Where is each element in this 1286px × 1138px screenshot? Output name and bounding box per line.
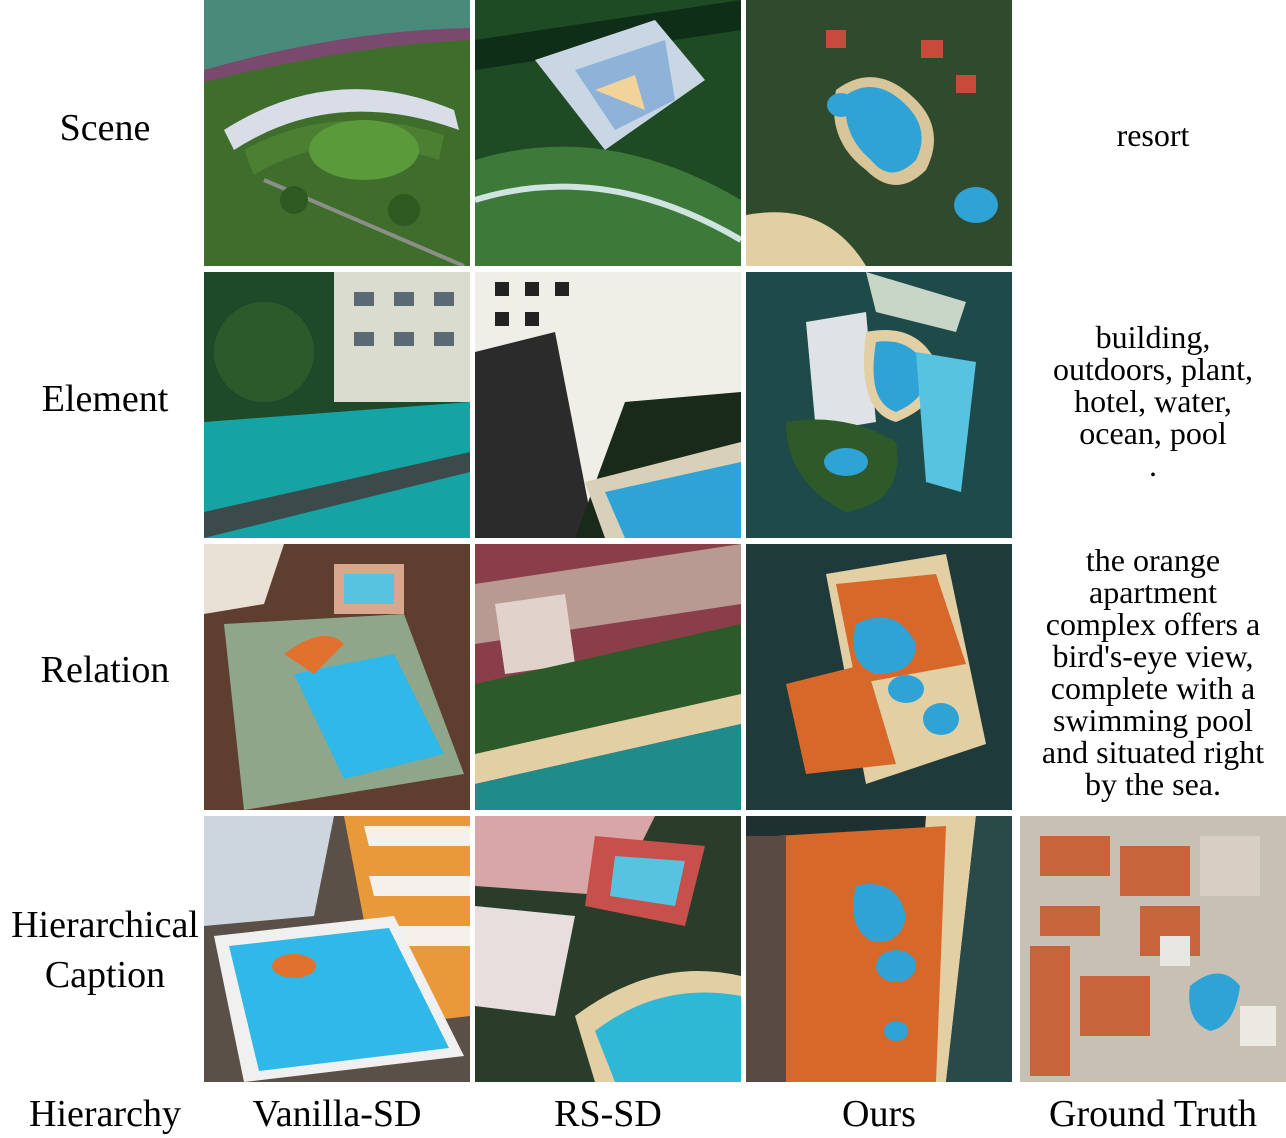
image-hierarchical-ours <box>746 816 1012 1082</box>
column-label-rs-sd: RS-SD <box>554 1093 662 1135</box>
image-element-ours <box>746 272 1012 538</box>
image-hierarchical-vanilla-sd <box>204 816 470 1082</box>
prompt-scene: resort <box>1116 117 1190 153</box>
prompt-element: building, outdoors, plant, hotel, water,… <box>1053 318 1253 483</box>
column-label-vanilla-sd: Vanilla-SD <box>252 1093 422 1135</box>
column-label-hierarchy: Hierarchy <box>29 1093 181 1135</box>
prompt-relation: the orange apartment complex offers a bi… <box>1041 542 1265 802</box>
column-label-ground-truth: Ground Truth <box>1049 1093 1257 1135</box>
image-relation-ours <box>746 544 1012 810</box>
image-relation-rs-sd <box>475 544 741 810</box>
image-hierarchical-rs-sd <box>475 816 741 1082</box>
column-label-ours: Ours <box>842 1093 916 1135</box>
image-hierarchical-ground-truth <box>1020 816 1286 1082</box>
row-label-scene: Scene <box>59 107 151 149</box>
row-label-hierarchical-caption: Hierarchical Caption <box>11 904 199 996</box>
image-relation-vanilla-sd <box>204 544 470 810</box>
row-label-relation: Relation <box>40 649 170 691</box>
image-element-rs-sd <box>475 272 741 538</box>
image-element-vanilla-sd <box>204 272 470 538</box>
row-label-element: Element <box>41 378 169 420</box>
image-scene-ours <box>746 0 1012 266</box>
image-scene-vanilla-sd <box>204 0 470 266</box>
image-scene-rs-sd <box>475 0 741 266</box>
